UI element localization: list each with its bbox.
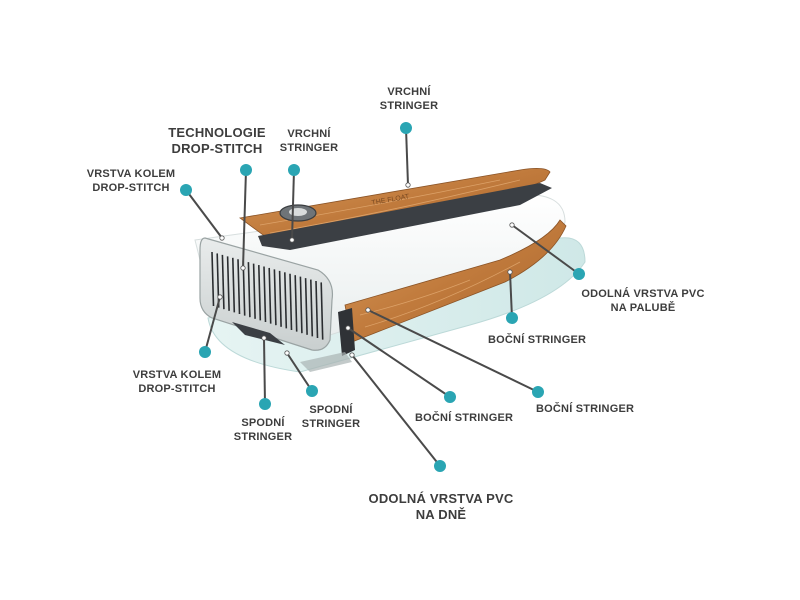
leader-end-side-stringer-1 — [507, 269, 513, 275]
callout-dot-pvc-bottom — [434, 460, 446, 472]
leader-end-pvc-deck — [509, 222, 515, 228]
drop-stitch-fiber — [299, 276, 303, 334]
leader-end-bottom-stringer-2 — [284, 350, 290, 356]
callout-dot-bottom-stringer-1 — [259, 398, 271, 410]
drop-stitch-fiber — [252, 263, 256, 319]
leader-line-bottom-stringer-2 — [286, 352, 313, 392]
callout-dot-drop-stitch-layer-bottom — [199, 346, 211, 358]
valve-core — [289, 208, 307, 216]
callout-dot-drop-stitch-tech — [240, 164, 252, 176]
drop-stitch-fiber — [304, 278, 308, 335]
drop-stitch-fiber — [310, 279, 314, 337]
bottom-stripe — [300, 352, 352, 372]
label-side-stringer-3: BOČNÍ STRINGER — [536, 403, 635, 415]
leader-line-drop-stitch-layer-top — [185, 189, 223, 239]
drop-stitch-fiber — [247, 262, 251, 318]
leader-line-top-stringer-upper — [405, 127, 409, 186]
leader-line-top-stringer-lower — [291, 169, 295, 241]
callout-dot-side-stringer-3 — [532, 386, 544, 398]
leader-end-drop-stitch-layer-top — [219, 235, 225, 241]
leader-end-pvc-bottom — [349, 352, 355, 358]
callout-dot-top-stringer-upper — [400, 122, 412, 134]
leader-end-side-stringer-2 — [345, 325, 351, 331]
leader-end-drop-stitch-layer-bottom — [217, 294, 223, 300]
drop-stitch-fiber — [232, 257, 236, 313]
drop-stitch-fiber — [237, 259, 241, 315]
drop-stitch-fiber — [263, 266, 267, 323]
label-side-stringer-2: BOČNÍ STRINGER — [415, 412, 514, 424]
callout-dot-top-stringer-lower — [288, 164, 300, 176]
leader-end-side-stringer-3 — [365, 307, 371, 313]
callout-dot-side-stringer-2 — [444, 391, 456, 403]
drop-stitch-fiber — [294, 275, 298, 332]
drop-stitch-fiber — [221, 254, 225, 310]
drop-stitch-fiber — [268, 267, 272, 324]
leader-line-drop-stitch-tech — [242, 169, 247, 269]
bottom-dark-stringer — [232, 322, 285, 345]
leader-end-top-stringer-lower — [289, 237, 295, 243]
leader-end-top-stringer-upper — [405, 182, 411, 188]
leader-line-pvc-bottom — [351, 354, 441, 467]
callout-dot-bottom-stringer-2 — [306, 385, 318, 397]
drop-stitch-fiber — [211, 251, 215, 307]
section-dark-edge — [338, 308, 355, 356]
drop-stitch-fiber — [258, 265, 262, 321]
drop-stitch-fiber — [320, 282, 324, 340]
callout-dot-drop-stitch-layer-top — [180, 184, 192, 196]
leader-line-side-stringer-3 — [367, 309, 539, 393]
leader-line-side-stringer-1 — [509, 271, 513, 319]
leader-line-bottom-stringer-1 — [263, 337, 266, 405]
top-dark-layer — [258, 183, 552, 250]
leader-end-bottom-stringer-1 — [261, 335, 267, 341]
leader-lines — [185, 127, 580, 467]
callout-dot-side-stringer-1 — [506, 312, 518, 324]
drop-stitch-fiber — [315, 280, 319, 339]
leader-end-drop-stitch-tech — [240, 265, 246, 271]
callout-dot-pvc-deck — [573, 268, 585, 280]
leader-line-drop-stitch-layer-bottom — [204, 296, 221, 353]
drop-stitch-fiber — [284, 272, 288, 329]
side-wood-stringer — [344, 219, 567, 343]
drop-stitch-fiber — [278, 270, 282, 327]
leader-line-pvc-deck — [511, 224, 580, 275]
label-side-stringer-1: BOČNÍ STRINGER — [488, 334, 587, 346]
drop-stitch-fiber — [289, 273, 293, 331]
drop-stitch-fiber — [226, 256, 230, 311]
callout-dots — [180, 122, 585, 472]
leader-line-side-stringer-2 — [347, 327, 451, 398]
drop-stitch-fiber — [273, 269, 277, 326]
